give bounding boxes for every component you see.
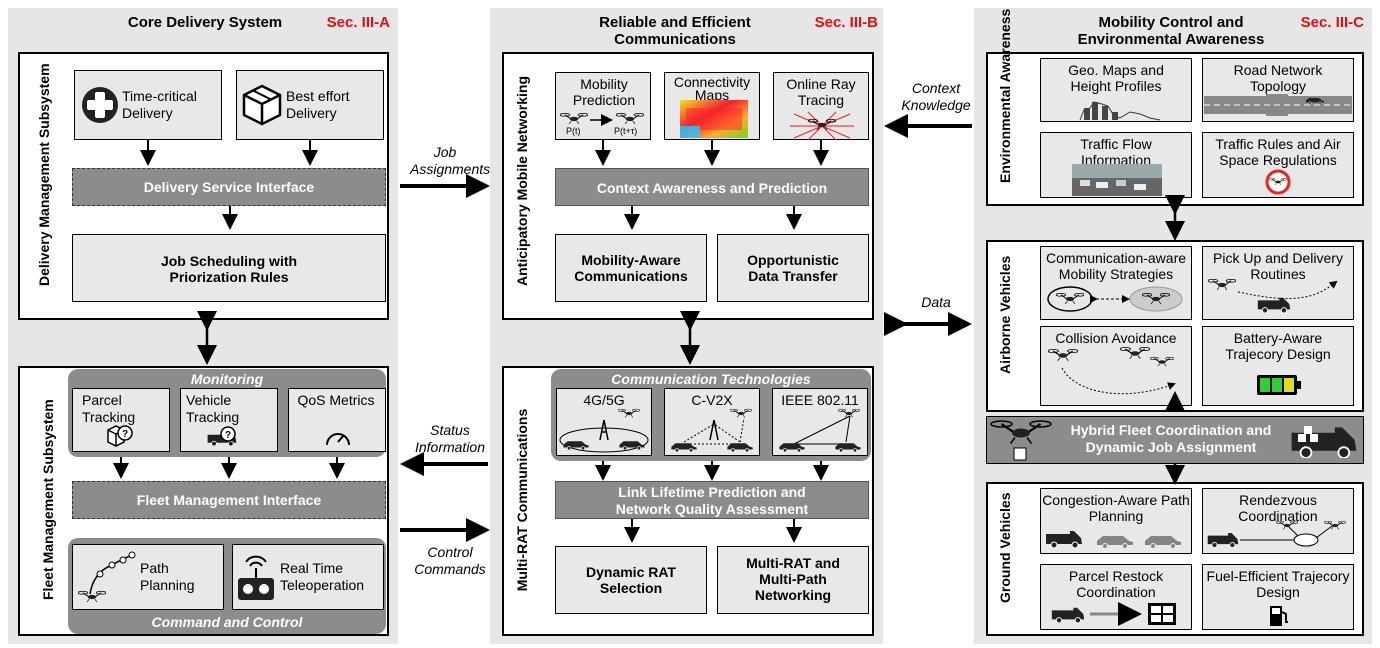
parcel-question-icon: ? — [107, 425, 133, 447]
vehicle-tracking-label: Vehicle Tracking — [186, 392, 240, 425]
geo-maps-box — [1040, 58, 1192, 122]
qos-metrics-label: QoS Metrics — [297, 392, 375, 408]
lte-label: 4G/5G — [583, 392, 625, 408]
wifi-links-icon — [779, 408, 861, 452]
status-information-label: Status Information — [414, 422, 486, 455]
middle-column-sec: Sec. III-B — [814, 14, 878, 31]
left-column-title: Core Delivery System — [127, 14, 283, 31]
no-drone-sign-icon — [1265, 169, 1291, 195]
delivery-service-interface: Delivery Service Interface — [72, 168, 386, 206]
height-profile-icon — [1079, 101, 1161, 121]
ray-tracing-label: Online Ray Tracing — [786, 76, 856, 108]
package-icon — [242, 84, 282, 126]
dynamic-rat-box: Dynamic RAT Selection — [555, 546, 707, 614]
hybrid-van-icon — [1290, 426, 1358, 458]
heatmap-icon — [680, 100, 748, 138]
wifi-label: IEEE 802.11 — [781, 392, 859, 408]
comm-technologies-label: Communication Technologies — [611, 371, 811, 387]
congestion-label: Congestion-Aware Path Planning — [1042, 492, 1190, 524]
mobility-prediction-box — [555, 72, 651, 140]
rendezvous-icon — [1207, 520, 1346, 548]
collision-icon — [1048, 346, 1176, 395]
mobility-aware-box: Mobility-Aware Communications — [555, 234, 707, 302]
multipath-box: Multi-RAT and Multi-Path Networking — [717, 546, 869, 614]
traffic-rules-label: Traffic Rules and Air Space Regulations — [1215, 136, 1341, 168]
data-label: Data — [921, 294, 951, 310]
parcel-tracking-label: Parcel Tracking — [82, 392, 136, 425]
right-column-title: Mobility Control and Environmental Aware… — [1077, 14, 1265, 48]
time-critical-label: Time-critical Delivery — [122, 88, 197, 121]
fuel-label: Fuel-Efficient Trajecory Design — [1206, 568, 1350, 600]
mobility-prediction-icon — [560, 112, 644, 126]
restock-label: Parcel Restock Coordination — [1068, 568, 1164, 600]
middle-column-title: Reliable and Efficient Communications — [599, 14, 751, 48]
best-effort-label: Best effort Delivery — [286, 88, 350, 121]
cv2x-tower-icon — [671, 408, 753, 452]
fuel-pump-icon — [1270, 606, 1288, 626]
comm-aware-icon — [1047, 286, 1183, 312]
svg-text:?: ? — [225, 430, 231, 441]
job-assignments-label: Job Assignments — [410, 144, 491, 177]
ray-tracing-box — [773, 72, 869, 140]
left-column-sec: Sec. III-A — [326, 14, 390, 31]
command-control-label: Command and Control — [151, 614, 303, 630]
svg-text:?: ? — [122, 429, 128, 440]
teleoperation-label: Real Time Teleoperation — [280, 560, 365, 593]
traffic-photo-icon — [1072, 164, 1162, 196]
cv2x-label: C-V2X — [691, 392, 733, 408]
monitoring-label: Monitoring — [190, 371, 264, 387]
opportunistic-box: Opportunistic Data Transfer — [717, 234, 869, 302]
job-scheduling-box: Job Scheduling with Priorization Rules — [72, 234, 386, 302]
context-awareness-box: Context Awareness and Prediction — [555, 168, 869, 206]
control-commands-label: Control Commands — [414, 544, 486, 577]
restock-icon — [1051, 602, 1176, 626]
fleet-management-interface: Fleet Management Interface — [72, 481, 386, 519]
path-planning-label: Path Planning — [140, 560, 195, 593]
battery-icon — [1257, 375, 1301, 395]
hybrid-fleet-label: Hybrid Fleet Coordination and Dynamic Jo… — [1070, 422, 1272, 455]
pickup-label: Pick Up and Delivery Routines — [1213, 250, 1343, 282]
comm-aware-label: Communication-aware Mobility Strategies — [1045, 250, 1187, 282]
p-t-tau-label: P(t+τ) — [614, 126, 638, 136]
gauge-icon — [326, 433, 350, 446]
pickup-icon — [1208, 278, 1338, 314]
lte-tower-icon — [559, 408, 649, 453]
battery-label: Battery-Aware Trajecory Design — [1225, 330, 1331, 362]
ray-tracing-icon — [790, 111, 854, 141]
path-planning-icon — [78, 551, 136, 603]
mobility-prediction-label: Mobility Prediction — [572, 76, 636, 108]
connectivity-maps-label: Connectivity Maps — [673, 74, 751, 103]
road-icon — [1204, 94, 1352, 116]
context-knowledge-label: Context Knowledge — [901, 80, 971, 113]
van-question-icon: ? — [207, 426, 237, 446]
rendezvous-label: Rendezvous Coordination — [1238, 492, 1318, 524]
collision-label: Collision Avoidance — [1055, 330, 1177, 346]
right-column-sec: Sec. III-C — [1300, 14, 1364, 31]
remote-controller-icon — [238, 555, 274, 600]
hybrid-drone-icon — [990, 419, 1052, 461]
geo-maps-label: Geo. Maps and Height Profiles — [1068, 62, 1164, 94]
link-lifetime-box: Link Lifetime Prediction and Network Qua… — [555, 481, 869, 519]
medical-cross-icon — [82, 87, 118, 123]
road-network-label: Road Network Topology — [1233, 62, 1323, 94]
p-t-label: P(t) — [566, 126, 581, 136]
qos-metrics-box — [288, 388, 386, 452]
